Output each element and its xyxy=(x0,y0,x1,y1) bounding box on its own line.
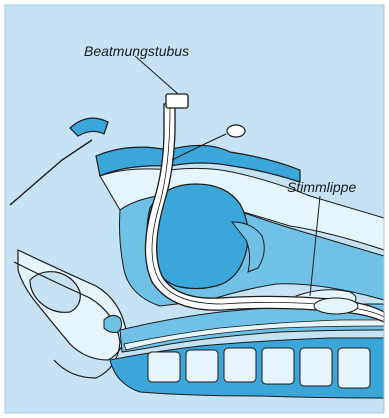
vocal-cord-label: Stimmlippe xyxy=(287,180,356,194)
hyoid-cartilage xyxy=(104,315,122,332)
pilot-balloon xyxy=(227,125,245,137)
vertebra xyxy=(262,348,294,384)
tube-connector xyxy=(166,94,188,108)
vertebra xyxy=(186,350,218,382)
tube-label: Beatmungstubus xyxy=(84,44,189,58)
vertebra xyxy=(148,352,180,382)
vertebra xyxy=(224,348,256,382)
vertebra xyxy=(338,348,370,388)
tube-cuff xyxy=(314,298,358,314)
vertebra xyxy=(300,348,332,386)
